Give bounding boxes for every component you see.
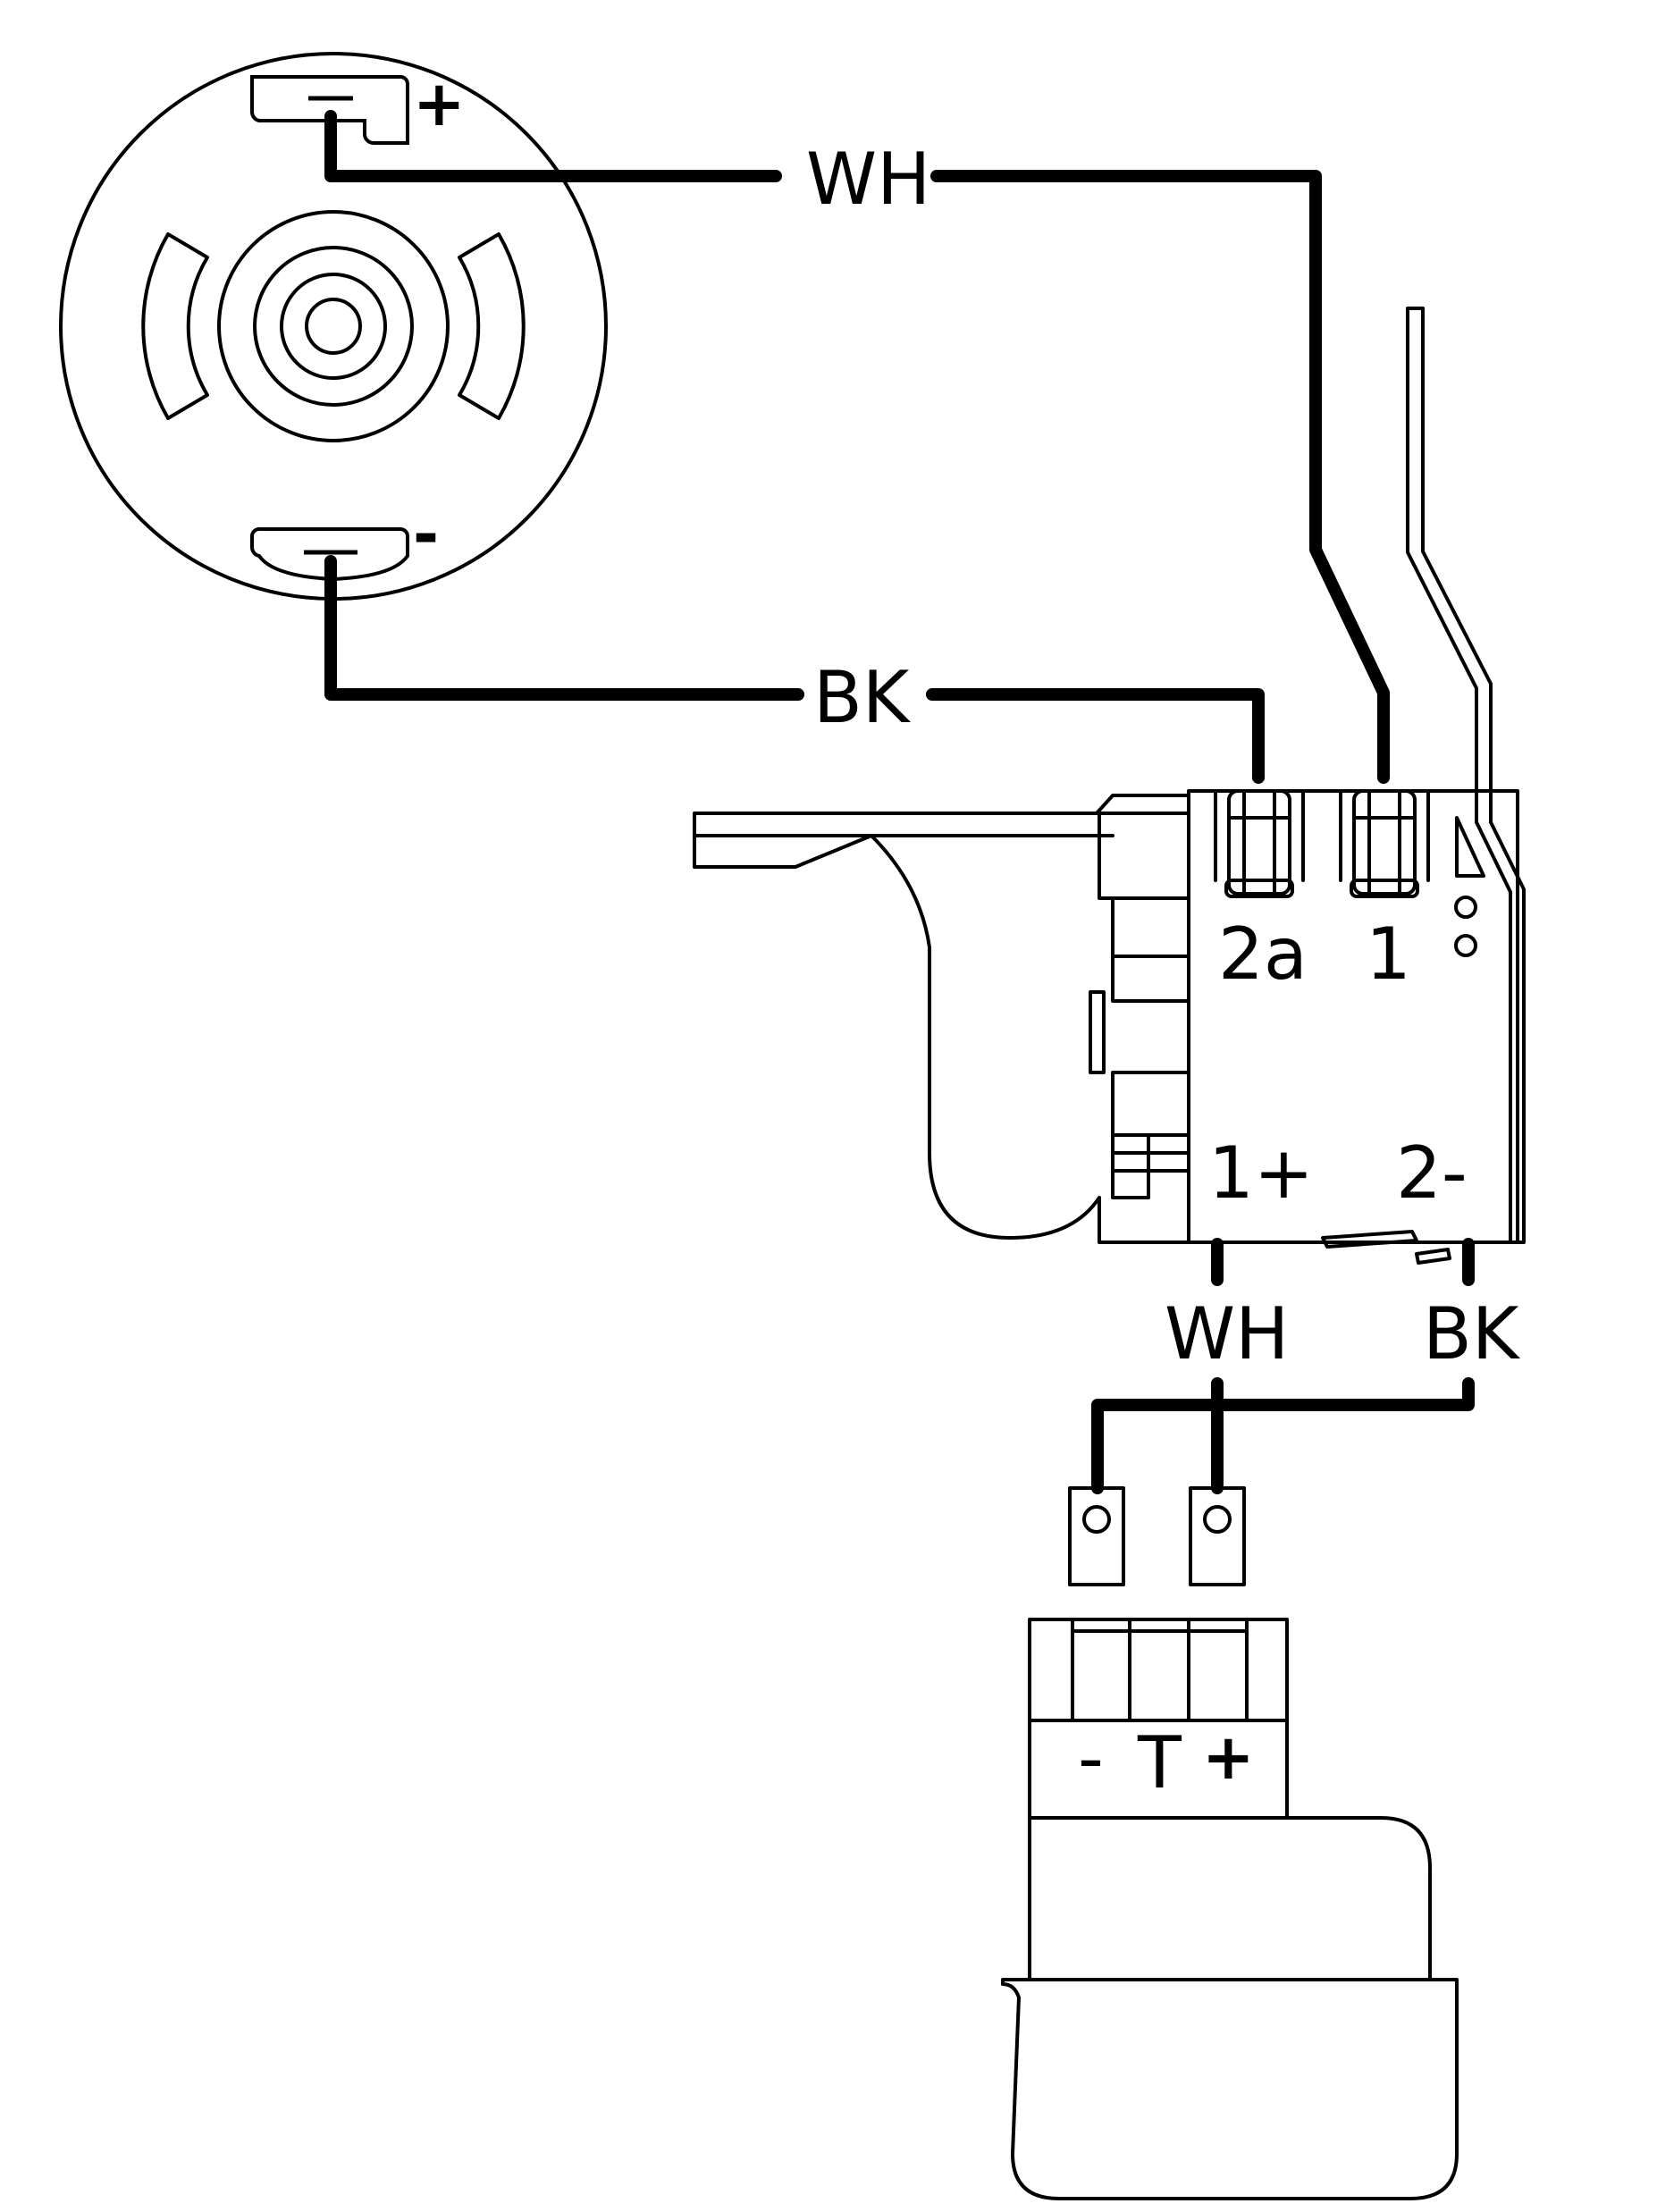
trigger-block-2 — [1111, 896, 1190, 958]
switch-terminal-2a — [1214, 789, 1305, 898]
wire-bk-motor-right — [926, 688, 1265, 784]
battery-label-plus: + — [1202, 1720, 1255, 1794]
trigger-block-1 — [1098, 812, 1190, 900]
battery-label-minus: - — [1078, 1717, 1104, 1800]
switch-indicator-dot-2 — [1454, 934, 1477, 957]
switch-terminal-1 — [1339, 789, 1430, 898]
battery-body — [1028, 1816, 1432, 1981]
wire-wh-motor — [324, 110, 782, 182]
motor-shaft-ring-mid — [253, 246, 414, 407]
wire-label-bk-battery: BK — [1423, 1292, 1521, 1375]
switch-housing — [1187, 789, 1519, 1244]
switch-label-1: 1 — [1366, 913, 1411, 996]
trigger-block-5 — [1111, 1071, 1190, 1137]
battery-lugs — [1068, 1486, 1246, 1586]
wire-wh-motor-right — [930, 170, 1390, 784]
battery-lug-neg-hole — [1082, 1505, 1111, 1534]
switch-indicator-dot-1 — [1454, 896, 1477, 919]
trigger-body — [693, 794, 1190, 1244]
motor-terminal-plus — [250, 75, 409, 145]
motor-shaft — [305, 298, 362, 355]
motor-brush-right — [458, 232, 526, 420]
motor-brush-left — [141, 232, 209, 420]
wire-bk-motor — [324, 555, 804, 701]
trigger-block-4 — [1089, 990, 1106, 1074]
battery-lug-neg — [1068, 1486, 1125, 1586]
trigger-block-7 — [1111, 1151, 1190, 1173]
wire-label-bk-motor: BK — [813, 656, 912, 739]
switch-label-2a: 2a — [1218, 913, 1308, 996]
motor-shaft-ring-outer — [217, 210, 450, 442]
switch-label-2-minus: 2- — [1396, 1131, 1468, 1215]
motor: + - — [59, 52, 608, 601]
battery-lug-pos — [1189, 1486, 1246, 1586]
switch-indicator-triangle — [1455, 816, 1485, 878]
battery-label-t: T — [1137, 1721, 1182, 1804]
wire-bk-battery — [1091, 1377, 1475, 1494]
battery-lug-pos-hole — [1203, 1505, 1232, 1534]
switch-label-1-plus: 1+ — [1208, 1131, 1314, 1215]
trigger-block-3 — [1111, 955, 1190, 1003]
wire-label-wh-motor: WH — [806, 138, 930, 221]
motor-plus-symbol: + — [413, 67, 466, 140]
trigger-switch: 2a 1 1+ 2- — [693, 307, 1526, 1265]
wires: WH BK WH BK — [324, 110, 1521, 1494]
motor-shaft-ring-inner — [280, 273, 387, 380]
switch-contact-clip — [1415, 1248, 1451, 1265]
switch-contact-spring — [1321, 1230, 1418, 1249]
reverse-lever — [1406, 307, 1526, 1244]
motor-minus-symbol: - — [413, 498, 439, 571]
battery-pack: - T + — [1001, 1618, 1459, 2200]
trigger-block-6 — [1111, 1133, 1150, 1199]
wire-label-wh-battery: WH — [1165, 1292, 1289, 1375]
battery-base — [1001, 1978, 1459, 2200]
